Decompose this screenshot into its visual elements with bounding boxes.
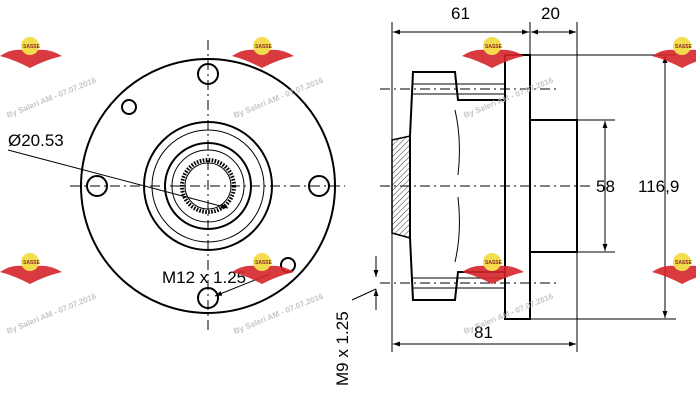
- svg-text:SASSE: SASSE: [675, 260, 693, 266]
- svg-text:SASSE: SASSE: [485, 260, 503, 266]
- watermark-logo: SASSE: [0, 253, 62, 284]
- svg-text:SASSE: SASSE: [485, 44, 503, 50]
- dim-bolt-thread: M9 x 1.25: [333, 311, 352, 386]
- watermark-text: By Saleri AM - 07.07.2016: [5, 291, 98, 335]
- watermark-logo: SASSE: [232, 253, 294, 284]
- dimension-lines: 61 20 58 116,9 81 M9 x 1.25: [333, 4, 679, 386]
- svg-text:SASSE: SASSE: [23, 44, 41, 50]
- bore-diameter-label: Ø20.53: [8, 131, 64, 150]
- svg-text:SASSE: SASSE: [23, 260, 41, 266]
- dim-bolt-leader: [351, 288, 377, 301]
- hub-body-upper: [409, 71, 505, 137]
- dim-flange-offset: 61: [451, 4, 470, 23]
- watermark-text: By Saleri AM - 07.07.2016: [232, 291, 325, 335]
- watermark-text: By Saleri AM - 07.07.2016: [462, 75, 555, 119]
- svg-text:SASSE: SASSE: [255, 260, 273, 266]
- hub-inner-contour: [454, 109, 460, 263]
- bearing-seat-section: [391, 135, 411, 239]
- bolt-hole-right: [308, 175, 330, 197]
- watermark-text: By Saleri AM - 07.07.2016: [462, 291, 555, 335]
- watermark-logo: SASSE: [0, 37, 62, 68]
- watermark-logo: SASSE: [232, 37, 294, 68]
- svg-text:SASSE: SASSE: [255, 44, 273, 50]
- watermark-logo: SASSE: [652, 37, 696, 68]
- watermark-logo: SASSE: [652, 253, 696, 284]
- front-view: Ø20.53 M12 x 1.25: [7, 40, 345, 330]
- dim-overall-length: 81: [474, 323, 493, 342]
- dim-pilot-diameter: 58: [596, 177, 615, 196]
- bolt-hole-left: [86, 175, 108, 197]
- watermark-logo: SASSE: [462, 253, 524, 284]
- dim-flange-diameter: 116,9: [638, 177, 679, 196]
- watermark-logo: SASSE: [462, 37, 524, 68]
- stud-hole-upper-left: [121, 99, 137, 115]
- svg-text:SASSE: SASSE: [675, 44, 693, 50]
- watermark-text: By Saleri AM - 07.07.2016: [5, 75, 98, 119]
- stud-thread-label: M12 x 1.25: [162, 268, 246, 287]
- dim-flange-thickness: 20: [541, 4, 560, 23]
- bore-leader: [7, 149, 229, 209]
